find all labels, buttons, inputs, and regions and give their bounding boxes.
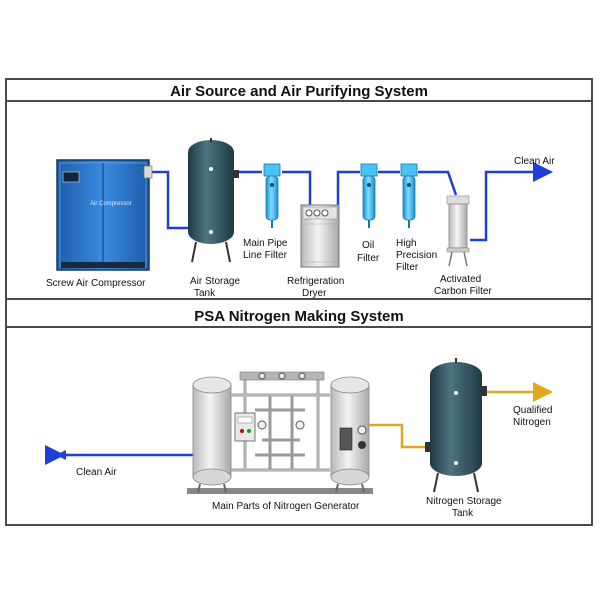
section-divider (7, 298, 591, 300)
diagram-frame: Air Source and Air Purifying System PSA … (5, 78, 593, 526)
nitrogen-storage-tank (425, 358, 487, 493)
carbon-filter-label-line2: Carbon Filter (434, 286, 492, 297)
high-precision-filter (400, 163, 418, 228)
main-pipe-filter-label-line2: Line Filter (243, 250, 287, 261)
air-system-title: Air Source and Air Purifying System (170, 83, 428, 100)
screw-air-compressor (56, 159, 153, 271)
compressor-panel-text: Air Compressor (90, 201, 132, 207)
activated-carbon-filter (446, 195, 470, 267)
main-pipe-line-filter (263, 163, 281, 228)
nitrogen-generator (187, 371, 373, 494)
screw-air-compressor-label: Screw Air Compressor (46, 278, 146, 289)
qualified-nitrogen-label-line1: Qualified (513, 405, 553, 416)
title-divider-top (7, 100, 591, 102)
air-storage-tank-label-line1: Air Storage (190, 276, 241, 287)
refrigeration-dryer-label-line2: Dryer (302, 288, 327, 299)
clean-air-input-label: Clean Air (76, 467, 117, 478)
clean-air-output-label: Clean Air (514, 156, 555, 167)
main-pipe-filter-label-line1: Main Pipe (243, 238, 288, 249)
compressor-display-icon (62, 171, 80, 183)
carbon-filter-label-line1: Activated (440, 274, 482, 285)
oil-filter-label-line1: Oil (362, 240, 375, 251)
oil-filter-label-line2: Filter (357, 253, 380, 264)
nitrogen-tank-label-line2: Tank (452, 508, 474, 519)
nitrogen-pipes (369, 382, 553, 449)
high-precision-label-line2: Precision (396, 250, 438, 261)
oil-filter (360, 163, 378, 228)
refrigeration-dryer-label-line1: Refrigeration (287, 276, 345, 287)
air-storage-tank (188, 138, 239, 263)
nitrogen-generator-label: Main Parts of Nitrogen Generator (212, 501, 360, 512)
clean-air-arrow-icon (56, 450, 66, 460)
air-storage-tank-label-line2: Tank (194, 288, 216, 299)
high-precision-label-line1: High (396, 238, 417, 249)
qualified-nitrogen-label-line2: Nitrogen (513, 417, 551, 428)
psa-system-title: PSA Nitrogen Making System (194, 308, 404, 325)
air-pipes-top (150, 162, 553, 242)
high-precision-label-line3: Filter (396, 262, 419, 273)
title-divider-bottom (7, 326, 591, 328)
refrigeration-dryer (300, 204, 340, 268)
nitrogen-tank-label-line1: Nitrogen Storage (426, 496, 502, 507)
